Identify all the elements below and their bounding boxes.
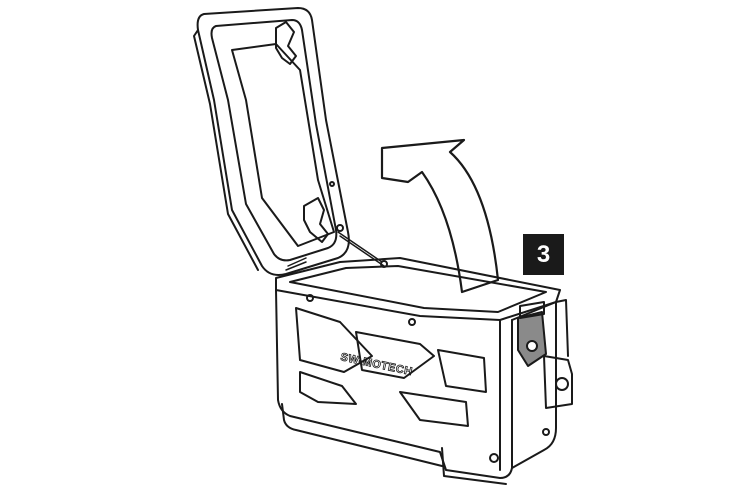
case-body	[275, 257, 573, 485]
case-lid	[193, 7, 388, 276]
brand-label: SW-MOTECH	[339, 351, 413, 378]
latch	[517, 301, 547, 367]
step-number-badge: 3	[523, 234, 564, 275]
open-lid-arrow	[380, 138, 500, 294]
